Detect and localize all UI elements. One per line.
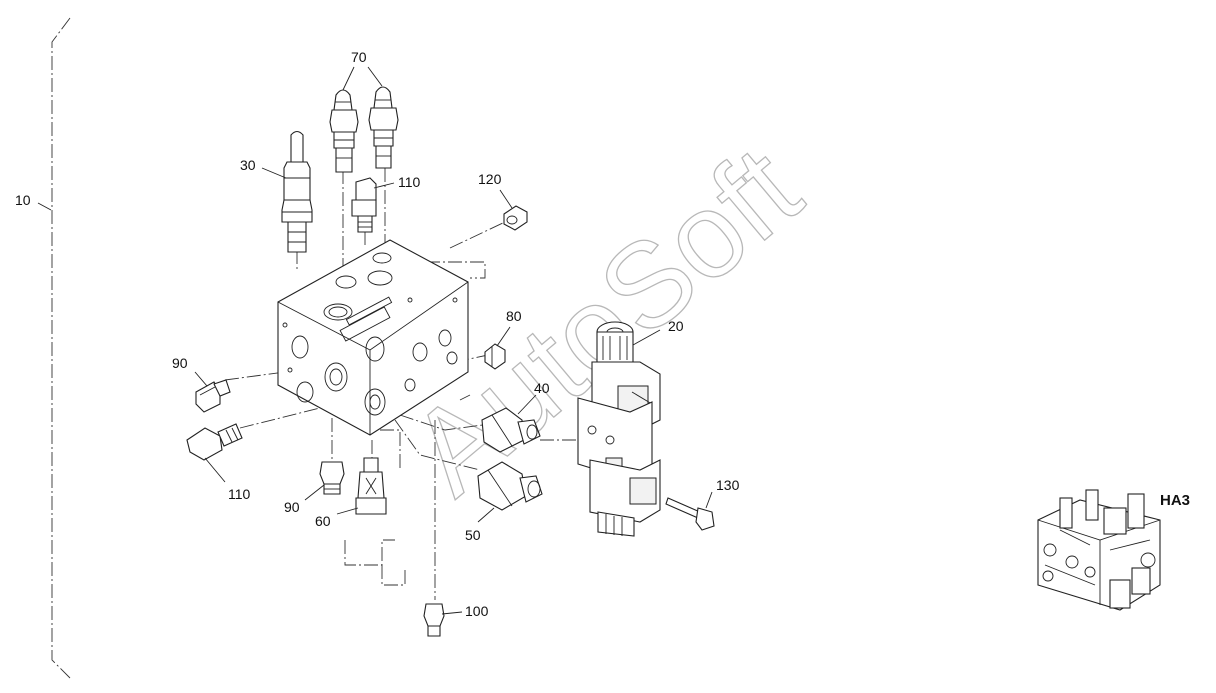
label-60: 60 — [315, 513, 331, 529]
label-90-bottom: 90 — [284, 499, 300, 515]
item-labels: 10 30 70 110 120 80 20 40 90 110 90 60 5… — [15, 49, 740, 619]
fitting-110-bottom — [186, 423, 243, 461]
label-50: 50 — [465, 527, 481, 543]
label-10: 10 — [15, 192, 31, 208]
label-110-bottom: 110 — [228, 486, 251, 502]
ha3-label: HA3 — [1160, 492, 1190, 509]
leader-lines — [194, 66, 713, 615]
label-80: 80 — [506, 308, 522, 324]
fitting-110-top — [351, 177, 377, 233]
plug-120 — [503, 205, 528, 231]
fitting-90-left — [195, 379, 231, 413]
plug-80 — [484, 343, 506, 370]
check-valve-60 — [355, 457, 387, 515]
label-90-left: 90 — [172, 355, 188, 371]
ha3-thumbnail: HA3 — [1037, 489, 1190, 611]
label-40: 40 — [534, 380, 550, 396]
solenoid-valve-20 — [577, 321, 661, 537]
bolt-130 — [665, 497, 715, 531]
cartridge-valve-30 — [281, 130, 313, 253]
cartridge-valve-70-right — [368, 86, 399, 169]
fitting-100 — [423, 603, 445, 637]
assembly-bracket — [37, 17, 71, 679]
valve-block — [277, 239, 469, 436]
label-130: 130 — [716, 477, 740, 493]
cartridge-valve-40 — [481, 407, 541, 453]
label-70: 70 — [351, 49, 367, 65]
label-110-top: 110 — [398, 174, 421, 190]
label-20: 20 — [668, 318, 684, 334]
label-30: 30 — [240, 157, 256, 173]
cartridge-valve-50 — [477, 461, 543, 511]
label-100: 100 — [465, 603, 489, 619]
cartridge-valve-70-left — [329, 89, 359, 173]
label-120: 120 — [478, 171, 502, 187]
fitting-90-bottom — [319, 461, 345, 495]
